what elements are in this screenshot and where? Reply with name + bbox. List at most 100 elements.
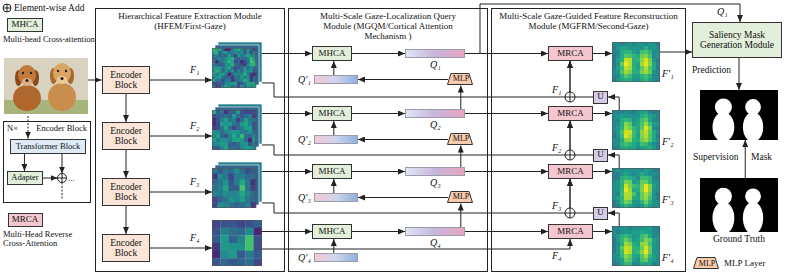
heatmap-cell xyxy=(636,196,640,200)
heatmap-cell xyxy=(231,51,234,54)
mask-silhouette xyxy=(712,98,734,140)
heatmap-cell xyxy=(237,66,240,69)
heatmap-cell xyxy=(216,130,220,134)
heatmap-cell xyxy=(225,63,228,66)
heatmap-cell xyxy=(636,46,640,50)
heatmap-cell xyxy=(644,250,648,254)
heatmap-cell xyxy=(616,62,620,66)
heatmap-cell xyxy=(628,122,632,126)
heatmap-cell xyxy=(636,200,640,204)
heatmap-cell xyxy=(632,138,636,142)
dog-eye xyxy=(30,72,32,74)
feature-map-image xyxy=(612,42,660,82)
heatmap-cell xyxy=(243,66,246,69)
heatmap-cell xyxy=(245,202,251,208)
heatmap-cell xyxy=(234,179,240,185)
heatmap-cell xyxy=(624,196,628,200)
heatmap-cell xyxy=(243,73,246,76)
heatmap-cell xyxy=(232,126,236,130)
connector xyxy=(593,113,612,114)
connector xyxy=(126,94,127,122)
connector xyxy=(460,204,461,228)
heatmap-cell xyxy=(632,66,636,70)
heatmap-cell xyxy=(628,66,632,70)
connector xyxy=(150,136,212,137)
heatmap-cell xyxy=(244,142,248,146)
heatmap-cell xyxy=(636,126,640,130)
connector xyxy=(745,140,746,178)
heatmap-cell xyxy=(624,118,628,122)
connector xyxy=(150,248,212,249)
heatmap-cell xyxy=(648,238,652,242)
node-label: Q₂ xyxy=(430,120,441,130)
heatmap-cell xyxy=(648,142,652,146)
heatmap-cell xyxy=(648,188,652,192)
heatmap-cell xyxy=(652,258,656,262)
heatmap-cell xyxy=(232,142,236,146)
heatmap-cell xyxy=(212,185,218,191)
heatmap-cell xyxy=(248,138,252,142)
heatmap-cell xyxy=(245,220,254,228)
heatmap-cell xyxy=(640,66,644,70)
connector xyxy=(262,113,312,114)
node-label: Encoder Block xyxy=(103,126,149,147)
heatmap-cell xyxy=(231,70,234,73)
silhouette-head xyxy=(745,188,761,204)
encoder-block: Encoder Block xyxy=(102,122,150,150)
heatmap-cell xyxy=(628,70,632,74)
heatmap-cell xyxy=(212,235,221,243)
connector-label: F₃ xyxy=(551,201,563,211)
heatmap-cell xyxy=(624,192,628,196)
heatmap-cell xyxy=(624,114,628,118)
connector xyxy=(570,61,593,97)
connector xyxy=(333,239,334,253)
node-label: MRCA xyxy=(555,49,586,59)
heatmap-cell xyxy=(652,184,656,188)
heatmap-cell xyxy=(616,180,620,184)
heatmap-cell xyxy=(234,185,240,191)
heatmap-cell xyxy=(224,118,228,122)
heatmap-cell xyxy=(245,197,251,203)
connector xyxy=(465,113,548,114)
heatmap-cell xyxy=(240,118,244,122)
heatmap-cell xyxy=(212,179,218,185)
heatmap-cell xyxy=(644,130,648,134)
feature-map-image xyxy=(212,220,262,266)
heatmap-cell xyxy=(234,60,237,63)
heatmap-cell xyxy=(234,191,240,197)
heatmap-cell xyxy=(648,184,652,188)
heatmap-cell xyxy=(636,250,640,254)
photo-background xyxy=(4,58,88,114)
node-label: Transformer Block xyxy=(14,142,83,151)
heatmap-cell xyxy=(225,82,228,85)
heatmap-cell xyxy=(231,76,234,79)
feature-map-layer xyxy=(215,45,259,85)
heatmap-cell xyxy=(632,188,636,192)
heatmap-cell xyxy=(224,126,228,130)
connector xyxy=(352,171,405,172)
heatmap-cell xyxy=(215,79,218,82)
module-panel: Multi-Scale Gaze-Localization Query Modu… xyxy=(288,8,488,272)
heatmap-cell xyxy=(640,172,644,176)
block-input-wire xyxy=(28,116,29,139)
heatmap-cell xyxy=(628,138,632,142)
heatmap-cell xyxy=(229,258,238,266)
heatmap-cell xyxy=(620,62,624,66)
heatmap-cell xyxy=(250,57,253,60)
heatmap-cell xyxy=(636,74,640,78)
heatmap-cell xyxy=(624,130,628,134)
heatmap-cell xyxy=(231,60,234,63)
heatmap-cell xyxy=(240,126,244,130)
heatmap-cell xyxy=(640,192,644,196)
heatmap-cell xyxy=(229,179,235,185)
heatmap-cell xyxy=(632,180,636,184)
heatmap-cell xyxy=(620,172,624,176)
heatmap-cell xyxy=(648,234,652,238)
heatmap-cell xyxy=(228,134,232,138)
heatmap-cell xyxy=(624,134,628,138)
heatmap-cell xyxy=(636,180,640,184)
heatmap-cell xyxy=(644,46,648,50)
connector-label: F₁ xyxy=(551,85,563,95)
heatmap-cell xyxy=(640,54,644,58)
mrca-block: MRCA xyxy=(548,106,593,121)
